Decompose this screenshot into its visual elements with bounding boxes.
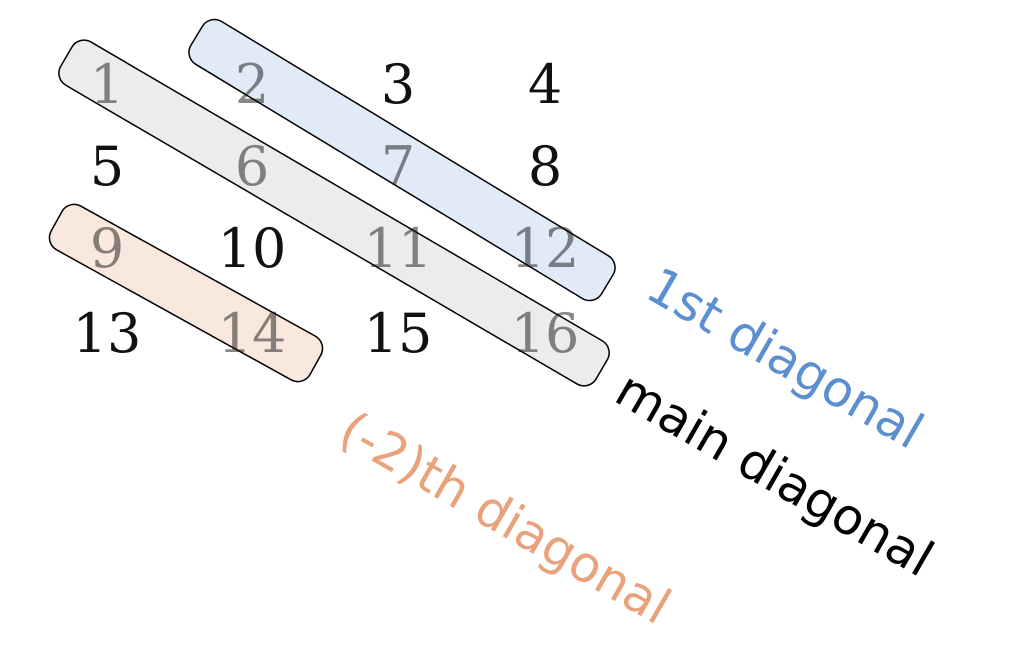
main-diagonal-box <box>58 39 610 387</box>
matrix-cell: 1 <box>90 53 124 116</box>
matrix-cell: 8 <box>528 135 562 198</box>
minus-two-diagonal-box <box>48 203 324 383</box>
matrix-cell: 4 <box>528 53 562 116</box>
matrix-cell: 10 <box>218 217 287 280</box>
matrix-cell: 6 <box>235 135 269 198</box>
matrix-cell: 12 <box>511 217 580 280</box>
matrix-cell: 7 <box>381 135 415 198</box>
matrix-cell: 15 <box>364 302 433 365</box>
matrix-cell: 9 <box>90 217 124 280</box>
minus-two-diagonal-label: (-2)th diagonal <box>330 400 680 636</box>
matrix-cell: 16 <box>511 302 580 365</box>
matrix-cell: 13 <box>73 302 142 365</box>
first-diagonal-box <box>188 18 616 302</box>
matrix-cell: 11 <box>364 217 433 280</box>
matrix: 1 2 3 4 5 6 7 8 9 10 11 12 13 14 15 16 <box>73 53 580 365</box>
matrix-cell: 5 <box>90 135 124 198</box>
matrix-cell: 14 <box>218 302 287 365</box>
matrix-cell: 3 <box>381 53 415 116</box>
matrix-cell: 2 <box>235 53 269 116</box>
